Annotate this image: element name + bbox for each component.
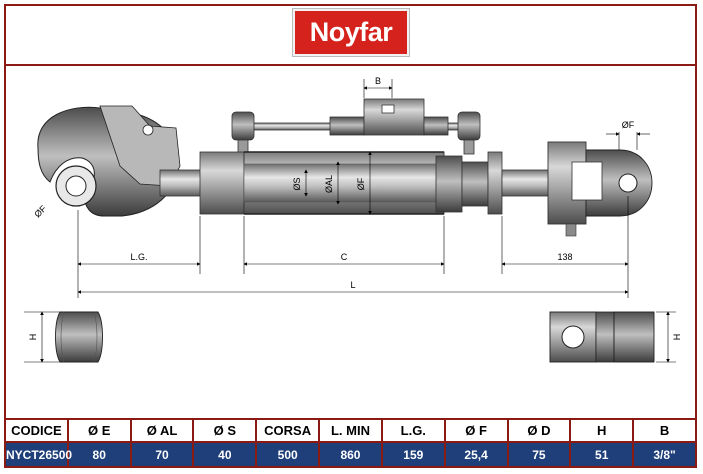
end-cap: [487, 151, 503, 215]
label-phi-al: ØAL: [324, 175, 334, 193]
label-phi-f-top: ØF: [622, 120, 635, 130]
label-h-right: H: [672, 334, 682, 341]
label-b: B: [375, 76, 381, 86]
col-corsa: CORSA: [255, 418, 321, 443]
label-h-left: H: [28, 334, 38, 341]
diameter-dimensions: ØS ØAL ØF: [292, 151, 372, 215]
label-phi-s: ØS: [292, 177, 302, 190]
col-codice: CODICE: [4, 418, 69, 443]
col-f: Ø F: [443, 418, 509, 443]
right-rod: [501, 169, 551, 197]
cell-f: 25,4: [443, 441, 509, 468]
cell-b: 3/8": [632, 441, 697, 468]
label-lg: L.G.: [130, 252, 147, 262]
hydraulic-line: [231, 98, 481, 155]
label-138: 138: [557, 252, 572, 262]
cell-e: 80: [66, 441, 132, 468]
col-s: Ø S: [192, 418, 258, 443]
label-phi-f-cyl: ØF: [356, 177, 366, 190]
cell-d: 75: [506, 441, 572, 468]
cell-codice: NYCT26500: [4, 441, 72, 468]
header-divider: [4, 64, 697, 66]
piston-nut: [435, 155, 463, 213]
spec-table: CODICE Ø E Ø AL Ø S CORSA L. MIN L.G. Ø …: [4, 418, 697, 468]
brand-logo-text: Noyfar: [309, 17, 393, 47]
cell-s: 40: [192, 441, 258, 468]
label-c: C: [341, 252, 348, 262]
col-d: Ø D: [506, 418, 572, 443]
spec-table-header: CODICE Ø E Ø AL Ø S CORSA L. MIN L.G. Ø …: [4, 418, 697, 443]
col-b: B: [632, 418, 697, 443]
dimension-b: B: [363, 76, 393, 98]
cell-l-min: 860: [318, 441, 383, 468]
label-l: L: [350, 280, 355, 290]
technical-drawing: B ØF ØF ØS: [24, 76, 682, 363]
cell-h: 51: [569, 441, 635, 468]
hook-end: [37, 105, 181, 217]
cell-al: 70: [129, 441, 195, 468]
left-gland: [199, 151, 245, 215]
col-h: H: [569, 418, 635, 443]
horizontal-dimensions: L.G. C 138 L: [77, 196, 629, 298]
cylinder-body: [243, 151, 445, 215]
clevis-end: [547, 141, 653, 237]
cell-corsa: 500: [255, 441, 321, 468]
right-side-view: H: [549, 311, 682, 363]
page-frame: [4, 4, 697, 466]
dimension-phi-f-top: ØF: [606, 120, 650, 150]
col-e: Ø E: [66, 418, 132, 443]
brand-logo: Noyfar: [293, 9, 409, 56]
col-lg: L.G.: [380, 418, 446, 443]
cell-lg: 159: [380, 441, 446, 468]
col-al: Ø AL: [129, 418, 195, 443]
col-l-min: L. MIN: [318, 418, 383, 443]
label-phi-f-left: ØF: [32, 203, 48, 219]
table-row: NYCT26500 80 70 40 500 860 159 25,4 75 5…: [4, 441, 697, 468]
left-side-view: H: [24, 311, 103, 363]
